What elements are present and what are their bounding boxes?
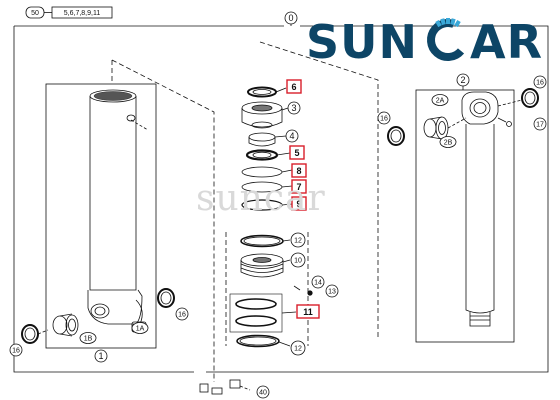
svg-text:4: 4 (289, 131, 294, 141)
svg-text:2A: 2A (436, 98, 445, 105)
reference-tag-parts: 5,6,7,8,9,11 (64, 10, 101, 17)
assembly-callout: 0 (284, 11, 298, 25)
svg-text:8: 8 (296, 166, 301, 176)
svg-text:11: 11 (303, 307, 313, 317)
svg-text:17: 17 (536, 122, 544, 129)
rod-subassembly (387, 88, 539, 343)
callout-16-barrel: 16 (175, 307, 189, 321)
callout-1b: 1B (79, 332, 97, 344)
callout-7: 7 (291, 179, 307, 194)
reference-tag-number: 50 (31, 10, 39, 17)
brand-logo: SUN AR (306, 14, 552, 69)
callout-3: 3 (287, 101, 301, 115)
svg-text:16: 16 (178, 312, 186, 319)
callout-12-lower: 12 (290, 340, 306, 356)
svg-text:16: 16 (380, 116, 388, 123)
svg-text:16: 16 (12, 348, 20, 355)
callout-13: 13 (325, 284, 339, 298)
svg-text:14: 14 (314, 280, 322, 287)
svg-text:2: 2 (460, 75, 465, 85)
svg-text:3: 3 (291, 103, 296, 113)
svg-text:0: 0 (288, 13, 293, 23)
svg-text:10: 10 (294, 258, 302, 265)
callout-11: 11 (296, 304, 320, 319)
callout-2: 2 (456, 73, 470, 90)
svg-text:12: 12 (294, 238, 302, 245)
callout-40: 40 (259, 390, 267, 397)
callout-17: 17 (533, 117, 547, 131)
callout-16-rod-right: 16 (533, 75, 547, 89)
callout-10: 10 (290, 252, 306, 268)
bottom-fitting (199, 379, 270, 399)
brand-logo-graphic: SUN AR (306, 15, 543, 69)
callout-5: 5 (289, 145, 305, 160)
svg-text:12: 12 (294, 346, 302, 353)
svg-text:5: 5 (294, 148, 299, 158)
callout-16-left: 16 (9, 343, 23, 357)
svg-text:9: 9 (296, 199, 301, 209)
svg-text:6: 6 (291, 82, 296, 92)
callout-2b: 2B (439, 136, 457, 148)
callout-16-rod-left: 16 (377, 111, 391, 125)
watermark: suncar (196, 178, 326, 219)
callout-4: 4 (285, 129, 299, 143)
svg-text:2B: 2B (444, 140, 453, 147)
svg-text:AR: AR (470, 15, 543, 66)
svg-text:1: 1 (98, 351, 103, 361)
gland-seal-stack (229, 86, 313, 348)
callout-1: 1 (94, 349, 108, 363)
barrel-subassembly (21, 83, 175, 349)
svg-text:1A: 1A (136, 326, 145, 333)
svg-text:SUN: SUN (306, 15, 418, 66)
callout-14: 14 (311, 275, 325, 289)
callout-6: 6 (286, 79, 302, 94)
svg-text:16: 16 (536, 80, 544, 87)
svg-text:13: 13 (328, 289, 336, 296)
callout-12-upper: 12 (290, 232, 306, 248)
callout-2a: 2A (431, 94, 449, 106)
exploded-relation-lines (111, 41, 379, 382)
reference-tag: 50 5,6,7,8,9,11 (25, 6, 113, 19)
callout-9: 9 (291, 196, 307, 211)
svg-text:1B: 1B (84, 336, 93, 343)
callout-1a: 1A (131, 322, 149, 334)
callout-8: 8 (291, 163, 307, 178)
svg-text:7: 7 (296, 182, 301, 192)
assembly-frame (13, 23, 549, 373)
